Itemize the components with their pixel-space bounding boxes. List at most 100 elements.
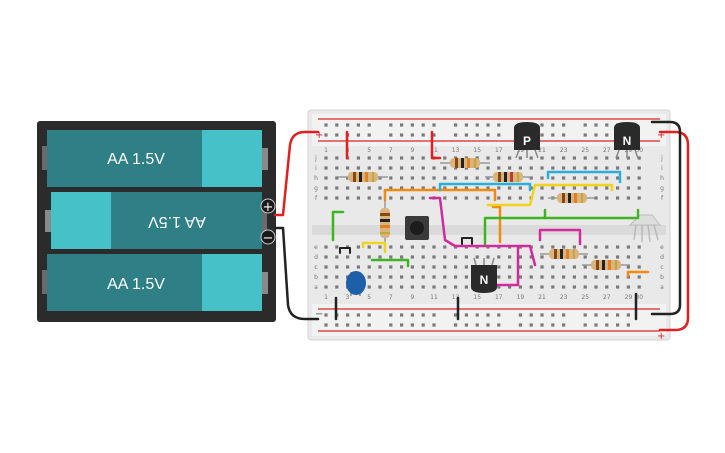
hole-h28[interactable] [616, 176, 620, 180]
wire-magenta-2[interactable] [538, 228, 582, 246]
hole-i7[interactable] [389, 166, 393, 170]
rail-hole[interactable] [475, 133, 479, 137]
hole-j18[interactable] [508, 156, 512, 160]
hole-g26[interactable] [594, 186, 598, 190]
hole-c11[interactable] [432, 265, 436, 269]
hole-g11[interactable] [432, 186, 436, 190]
hole-c1[interactable] [324, 265, 328, 269]
hole-f15[interactable] [475, 196, 479, 200]
wire-orange-3[interactable] [626, 270, 650, 278]
hole-g17[interactable] [497, 186, 501, 190]
hole-b19[interactable] [518, 275, 522, 279]
hole-i15[interactable] [475, 166, 479, 170]
rail-hole[interactable] [432, 323, 436, 327]
hole-i17[interactable] [497, 166, 501, 170]
hole-i25[interactable] [583, 166, 587, 170]
hole-d27[interactable] [605, 255, 609, 259]
hole-h1[interactable] [324, 176, 328, 180]
hole-e22[interactable] [551, 245, 555, 249]
hole-i30[interactable] [637, 166, 641, 170]
hole-g1[interactable] [324, 186, 328, 190]
rail-hole[interactable] [367, 323, 371, 327]
hole-b24[interactable] [572, 275, 576, 279]
wire-right-black[interactable] [650, 120, 682, 316]
hole-f30[interactable] [637, 196, 641, 200]
hole-f12[interactable] [443, 196, 447, 200]
hole-a7[interactable] [389, 285, 393, 289]
rgb-led[interactable] [628, 214, 662, 243]
hole-a17[interactable] [497, 285, 501, 289]
battery-cell-3[interactable]: AA 1.5V [42, 254, 268, 311]
rail-hole[interactable] [497, 123, 501, 127]
rail-hole[interactable] [464, 133, 468, 137]
rail-hole[interactable] [594, 133, 598, 137]
wire-battery-positive[interactable] [273, 130, 320, 217]
hole-c18[interactable] [508, 265, 512, 269]
hole-e29[interactable] [626, 245, 630, 249]
hole-c17[interactable] [497, 265, 501, 269]
rail-hole[interactable] [583, 123, 587, 127]
hole-h25[interactable] [583, 176, 587, 180]
rail-hole[interactable] [324, 313, 328, 317]
hole-i10[interactable] [421, 166, 425, 170]
rail-hole[interactable] [594, 123, 598, 127]
rail-hole[interactable] [486, 123, 490, 127]
rail-hole[interactable] [518, 313, 522, 317]
hole-b12[interactable] [443, 275, 447, 279]
hole-d10[interactable] [421, 255, 425, 259]
hole-f18[interactable] [508, 196, 512, 200]
rail-hole[interactable] [605, 133, 609, 137]
hole-b11[interactable] [432, 275, 436, 279]
rail-hole[interactable] [605, 123, 609, 127]
hole-d3[interactable] [346, 255, 350, 259]
hole-e28[interactable] [616, 245, 620, 249]
hole-b1[interactable] [324, 275, 328, 279]
wire-yellow-1[interactable] [486, 183, 614, 207]
hole-d6[interactable] [378, 255, 382, 259]
rail-hole[interactable] [540, 133, 544, 137]
hole-b21[interactable] [540, 275, 544, 279]
hole-b7[interactable] [389, 275, 393, 279]
hole-i5[interactable] [367, 166, 371, 170]
hole-g23[interactable] [562, 186, 566, 190]
hole-j15[interactable] [475, 156, 479, 160]
hole-b13[interactable] [454, 275, 458, 279]
rail-hole[interactable] [432, 123, 436, 127]
hole-a30[interactable] [637, 285, 641, 289]
hole-b8[interactable] [400, 275, 404, 279]
hole-i2[interactable] [335, 166, 339, 170]
wire-battery-negative[interactable] [273, 226, 320, 321]
wire-cyan-2[interactable] [546, 170, 622, 184]
rail-hole[interactable] [562, 123, 566, 127]
battery-cell-2[interactable]: AA 1.5V [45, 192, 267, 249]
hole-g24[interactable] [572, 186, 576, 190]
hole-g30[interactable] [637, 186, 641, 190]
rail-hole[interactable] [551, 133, 555, 137]
breadboard[interactable]: + − + + 11335577991111131315151717191921… [307, 109, 671, 342]
hole-e26[interactable] [594, 245, 598, 249]
hole-c25[interactable] [583, 265, 587, 269]
hole-j4[interactable] [356, 156, 360, 160]
rail-hole[interactable] [626, 313, 630, 317]
hole-e12[interactable] [443, 245, 447, 249]
hole-e5[interactable] [367, 245, 371, 249]
hole-a19[interactable] [518, 285, 522, 289]
hole-a28[interactable] [616, 285, 620, 289]
hole-j5[interactable] [367, 156, 371, 160]
wire-red-jumper-2[interactable] [430, 130, 442, 160]
hole-g5[interactable] [367, 186, 371, 190]
rail-hole[interactable] [551, 123, 555, 127]
hole-i12[interactable] [443, 166, 447, 170]
rail-hole[interactable] [356, 323, 360, 327]
hole-j2[interactable] [335, 156, 339, 160]
battery-plus-terminal[interactable]: + [260, 198, 276, 215]
rail-hole[interactable] [324, 323, 328, 327]
hole-f9[interactable] [410, 196, 414, 200]
rail-hole[interactable] [616, 313, 620, 317]
hole-g25[interactable] [583, 186, 587, 190]
hole-f16[interactable] [486, 196, 490, 200]
hole-i4[interactable] [356, 166, 360, 170]
hole-j29[interactable] [626, 156, 630, 160]
hole-d2[interactable] [335, 255, 339, 259]
hole-h22[interactable] [551, 176, 555, 180]
